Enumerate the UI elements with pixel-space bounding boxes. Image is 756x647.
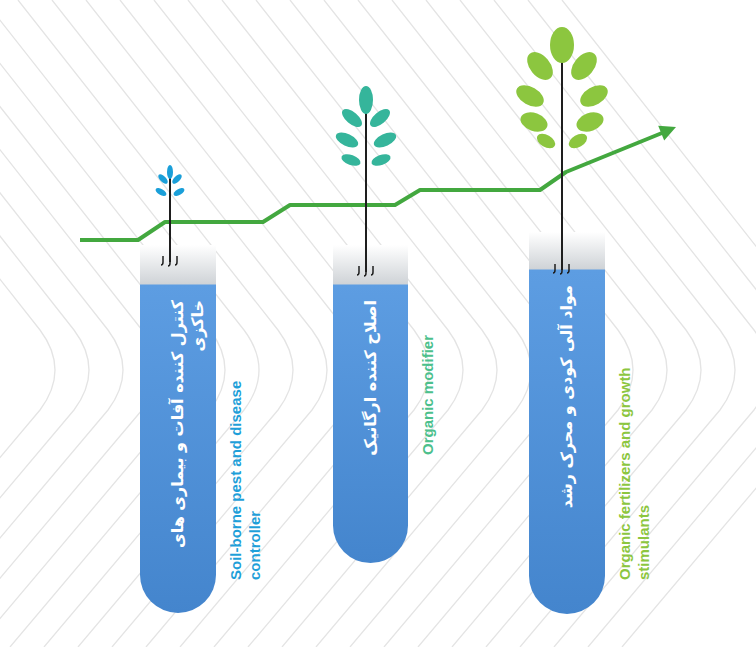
plant-leaf — [334, 129, 361, 150]
tube-label: مواد آلی کودی و محرک رشد — [557, 285, 577, 599]
growth-line — [80, 133, 662, 240]
plant-leaf — [154, 186, 167, 197]
plant-leaf — [513, 81, 548, 112]
plant-leaf — [167, 165, 173, 179]
tube-label: اصلاح کننده ارگانیک — [361, 300, 381, 548]
side-caption: Organic modifier — [418, 255, 437, 455]
plant-leaf — [370, 152, 392, 168]
tube-node: مواد آلی کودی و محرک رشدOrganic fertiliz… — [529, 232, 605, 614]
background-line — [528, 0, 756, 647]
background-line — [426, 0, 701, 647]
plant-leaf — [372, 129, 399, 150]
plant-leaf — [171, 173, 184, 186]
background-line — [256, 0, 531, 647]
background-line — [494, 0, 756, 647]
background-line — [0, 0, 259, 647]
plant-leaf — [522, 47, 558, 84]
tube-label: کنترل کننده آفات و بیماری های خاکزی — [168, 300, 208, 598]
growth-arrowhead — [658, 126, 676, 141]
background-line — [222, 0, 497, 647]
tube-node: اصلاح کننده ارگانیکOrganic modifier — [333, 245, 408, 563]
plant-leaf — [577, 81, 612, 112]
plant-leaf — [339, 106, 365, 131]
plant-leaf — [574, 109, 606, 135]
side-caption: Soil-borne pest and disease controller — [226, 340, 264, 580]
background-line — [0, 0, 123, 647]
plant-leaf — [550, 27, 574, 63]
plant-leaf — [367, 106, 393, 131]
background-line — [0, 0, 225, 647]
background-line — [18, 0, 293, 647]
plant-leaf — [340, 152, 362, 168]
plant-leaf — [359, 86, 373, 114]
plant-leaf — [534, 131, 557, 151]
background-line — [290, 0, 565, 647]
plant-leaf — [566, 47, 602, 84]
plant-leaf — [566, 131, 589, 151]
tube-node: کنترل کننده آفات و بیماری های خاکزیSoil-… — [140, 245, 216, 613]
background-line — [460, 0, 735, 647]
plant-leaf — [518, 109, 550, 135]
background-line — [52, 0, 327, 647]
background-line — [86, 0, 361, 647]
background-line — [0, 0, 89, 647]
plant-leaf — [157, 173, 170, 186]
background-line — [0, 0, 55, 647]
background-line — [188, 0, 463, 647]
background-line — [392, 0, 667, 647]
side-caption: Organic fertilizers and growth stimulant… — [615, 320, 653, 580]
plant-leaf — [172, 186, 185, 197]
background-line — [0, 0, 157, 647]
